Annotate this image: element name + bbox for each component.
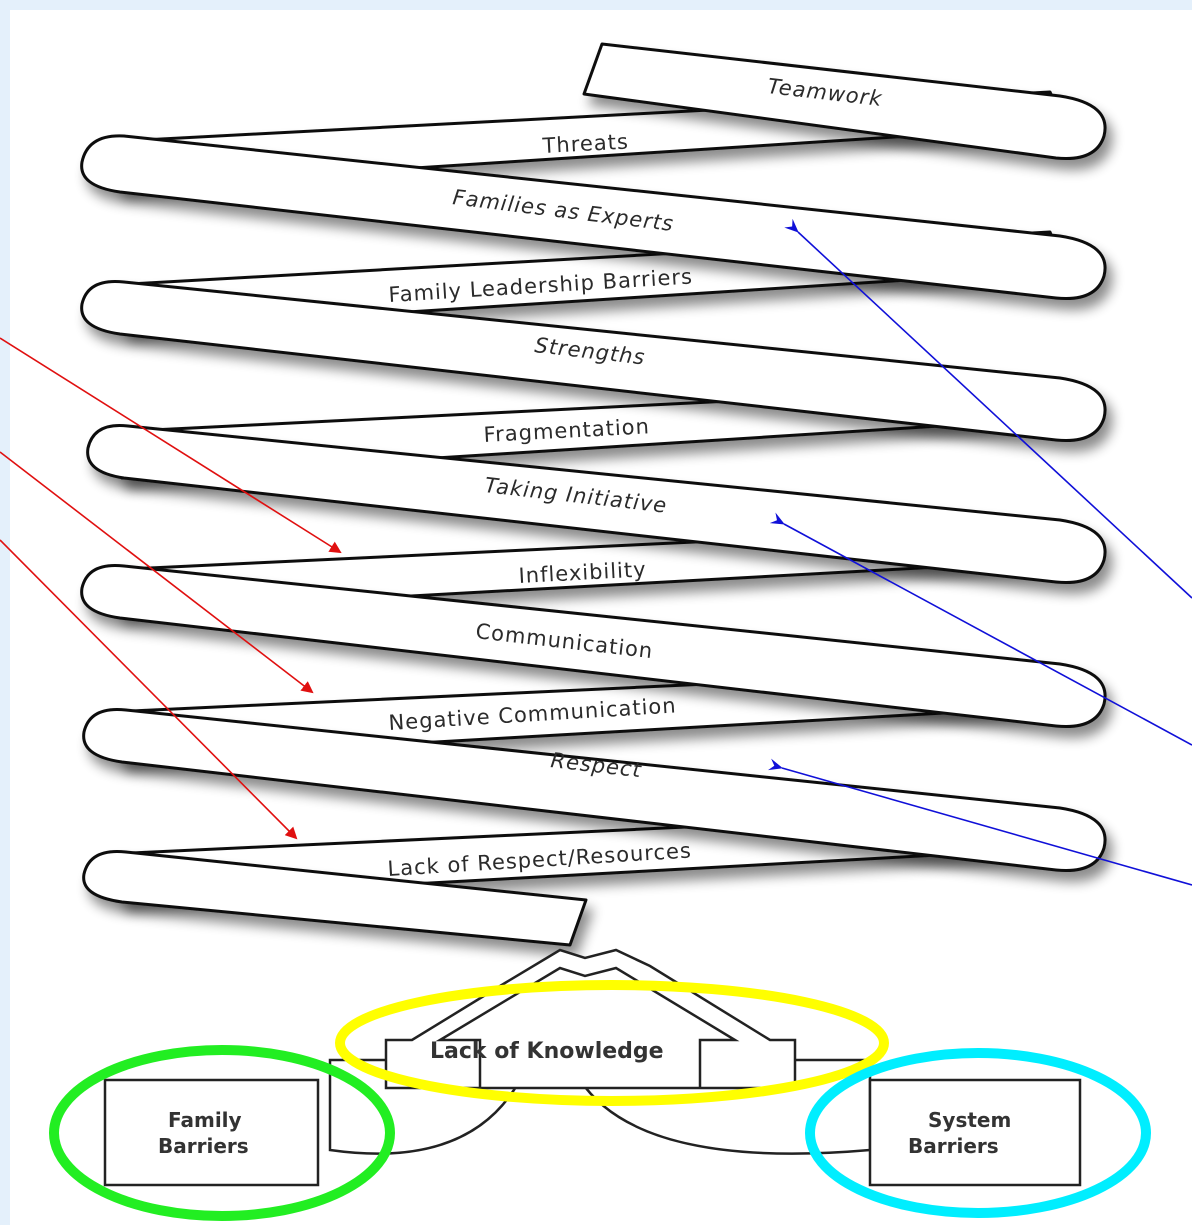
label-family-barriers-line2: Barriers bbox=[158, 1134, 249, 1158]
red-arrow-lack-of-respect bbox=[0, 539, 298, 840]
lack-of-knowledge-arrow bbox=[384, 948, 797, 1090]
green-ellipse-family-barriers bbox=[49, 1045, 395, 1221]
blue-arrows bbox=[767, 218, 1192, 886]
band-bottom-end bbox=[82, 849, 588, 947]
band-strengths bbox=[80, 279, 1107, 443]
knowledge-arrow-inner-outline bbox=[435, 966, 740, 1088]
blue-arrow-respect bbox=[767, 758, 1192, 886]
label-system-barriers-line1: System bbox=[928, 1108, 1011, 1132]
red-arrow-negative-communication bbox=[0, 451, 314, 694]
red-arrow-inflexibility bbox=[0, 337, 342, 554]
label-threats: Threats bbox=[541, 130, 629, 159]
blue-arrow-taking-initiative bbox=[769, 512, 1192, 746]
red-arrows bbox=[0, 337, 342, 840]
band-taking-initiative bbox=[86, 423, 1107, 585]
label-lack-of-knowledge: Lack of Knowledge bbox=[430, 1039, 664, 1064]
frame-top-border bbox=[0, 0, 1192, 10]
base-structure: Lack of Knowledge Family Barriers System… bbox=[103, 948, 1082, 1187]
band-respect bbox=[82, 707, 1107, 873]
band-teamwork bbox=[582, 42, 1107, 161]
band-communication bbox=[80, 563, 1107, 729]
spring-front-bands bbox=[80, 42, 1107, 947]
band-families-as-experts bbox=[80, 134, 1107, 301]
family-barriers-box bbox=[103, 1078, 320, 1187]
yellow-ellipse-lack-of-knowledge bbox=[335, 980, 889, 1106]
label-family-barriers-line1: Family bbox=[168, 1108, 242, 1132]
frame-left-border bbox=[0, 0, 10, 1225]
blue-arrow-families-as-experts bbox=[784, 218, 1192, 599]
label-system-barriers-line2: Barriers bbox=[908, 1134, 999, 1158]
cyan-ellipse-system-barriers bbox=[805, 1048, 1151, 1218]
system-barriers-box bbox=[868, 1078, 1082, 1187]
highlight-ellipses bbox=[49, 980, 1151, 1221]
